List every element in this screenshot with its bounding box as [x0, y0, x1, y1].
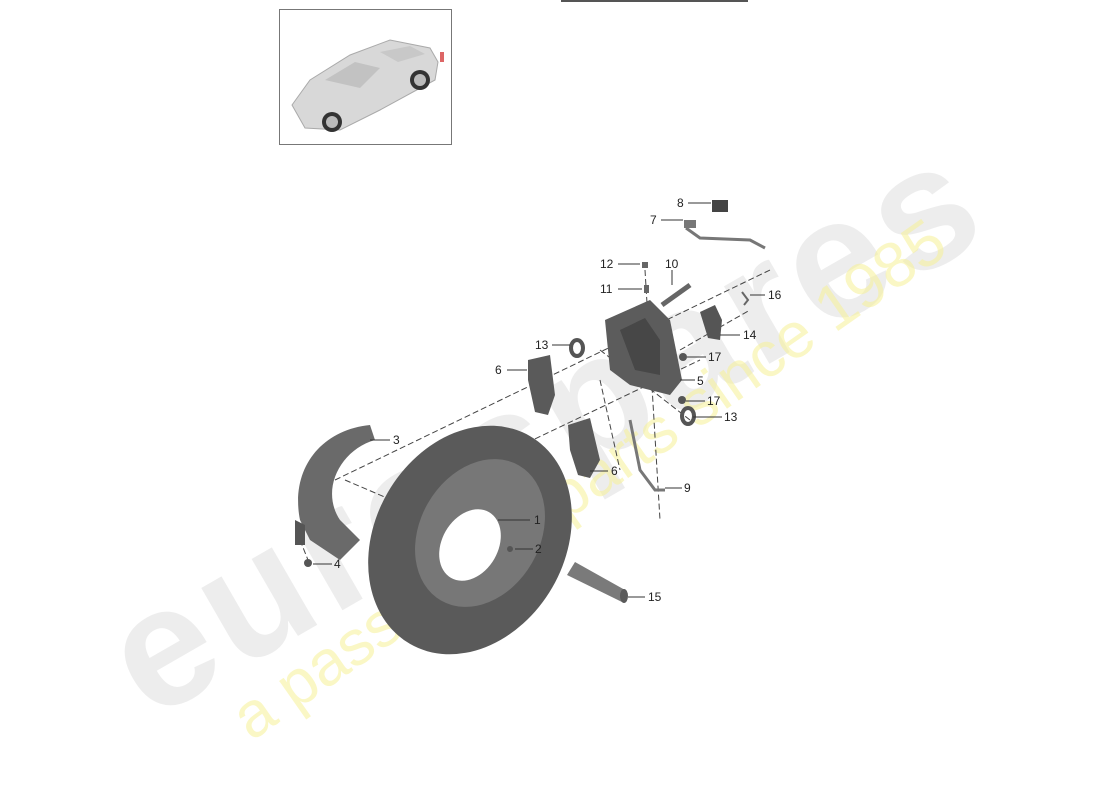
callout-3[interactable]: 3 — [393, 433, 400, 447]
callout-9[interactable]: 9 — [684, 481, 691, 495]
callout-2[interactable]: 2 — [535, 542, 542, 556]
callout-17-upper[interactable]: 17 — [708, 350, 722, 364]
callout-1[interactable]: 1 — [534, 513, 541, 527]
callout-7[interactable]: 7 — [650, 213, 657, 227]
header-rule — [561, 0, 748, 2]
callout-12[interactable]: 12 — [600, 257, 614, 271]
callout-11[interactable]: 11 — [600, 282, 613, 296]
callout-5[interactable]: 5 — [697, 374, 704, 388]
callout-8[interactable]: 8 — [677, 196, 684, 210]
callout-13-inner[interactable]: 13 — [535, 338, 549, 352]
callout-13-outer[interactable]: 13 — [724, 410, 738, 424]
callout-6-inner[interactable]: 6 — [495, 363, 502, 377]
callout-14[interactable]: 14 — [743, 328, 757, 342]
vehicle-thumbnail[interactable] — [279, 9, 452, 145]
brake-disc — [368, 425, 572, 655]
callout-10[interactable]: 10 — [665, 257, 679, 271]
callout-17-lower[interactable]: 17 — [707, 394, 721, 408]
callout-16[interactable]: 16 — [768, 288, 782, 302]
callout-15[interactable]: 15 — [648, 590, 662, 604]
callout-4[interactable]: 4 — [334, 557, 341, 571]
car-icon — [291, 39, 444, 132]
callout-6-outer[interactable]: 6 — [611, 464, 618, 478]
